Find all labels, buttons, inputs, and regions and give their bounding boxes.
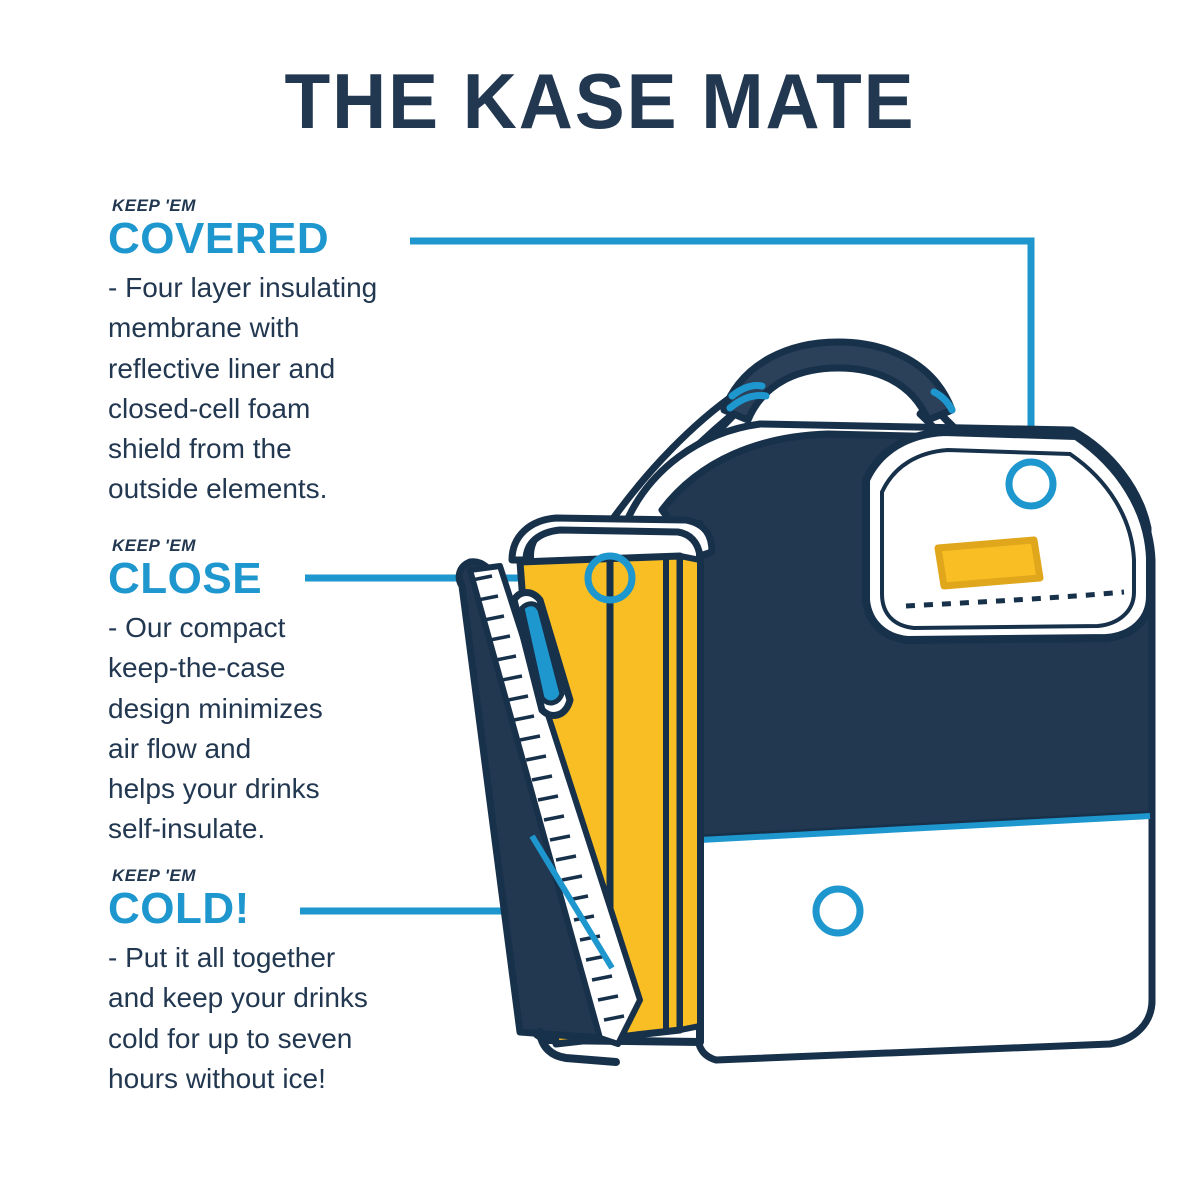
bag-artwork — [455, 338, 1156, 1066]
callout-body-covered: - Four layer insulating membrane with re… — [108, 271, 378, 505]
carry-handle — [720, 338, 956, 424]
left-blue-trim — [529, 834, 615, 970]
handle-blue-accent-bands — [726, 382, 956, 414]
callout-body-cold: - Put it all together and keep your drin… — [108, 941, 368, 1094]
flap-logo-patch — [934, 536, 1044, 590]
callout-kicker-close: KEEP 'EM — [112, 536, 196, 555]
liner-top-rim — [508, 514, 716, 564]
zipper-pull — [510, 589, 574, 719]
zipper-track — [467, 563, 643, 1047]
front-flap — [862, 428, 1154, 644]
page-title: THE KASE MATE — [284, 57, 916, 145]
callout-headline-cold: COLD! — [108, 884, 250, 933]
callout-connector-covered — [410, 237, 1035, 462]
callout-marker-close[interactable] — [584, 552, 636, 604]
callout-kicker-cold: KEEP 'EM — [112, 866, 196, 885]
callout-marker-covered[interactable] — [1005, 458, 1057, 510]
callout-block-cold: KEEP 'EM COLD! - Put it all together and… — [108, 866, 508, 1099]
callout-marker-cold[interactable] — [812, 885, 864, 937]
callout-headline-close: CLOSE — [108, 554, 263, 603]
lower-white-panel — [694, 810, 1156, 1064]
callout-block-covered: KEEP 'EM COVERED - Four layer insulating… — [108, 196, 508, 510]
bag-bottom-edge — [536, 1028, 620, 1066]
callout-body-close: - Our compact keep-the-case design minim… — [108, 611, 323, 845]
callout-block-close: KEEP 'EM CLOSE - Our compact keep-the-ca… — [108, 536, 508, 850]
callout-headline-covered: COVERED — [108, 214, 330, 263]
flap-stitching — [905, 589, 1125, 609]
callout-kicker-covered: KEEP 'EM — [112, 196, 196, 215]
